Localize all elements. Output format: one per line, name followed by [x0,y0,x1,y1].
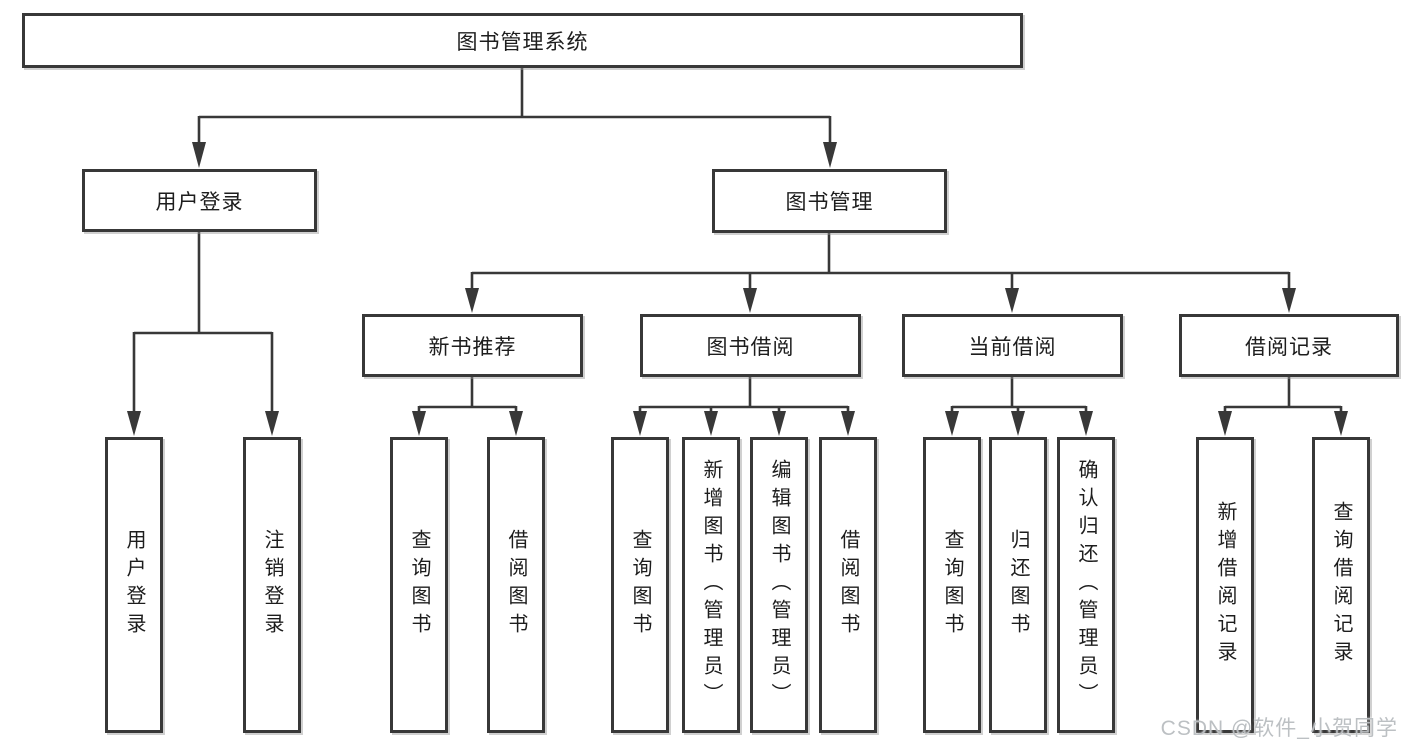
leaf-query-books-current: 查询图书 [923,437,981,733]
node-borrow-records: 借阅记录 [1179,314,1399,377]
leaf-logout: 注销登录 [243,437,301,733]
node-current-borrow: 当前借阅 [902,314,1123,377]
leaf-borrow-books: 借阅图书 [819,437,877,733]
leaf-user-login: 用户登录 [105,437,163,733]
leaf-confirm-return-admin: 确认归还（管理员） [1057,437,1115,733]
node-book-management: 图书管理 [712,169,947,233]
node-user-login: 用户登录 [82,169,317,232]
node-library-system: 图书管理系统 [22,13,1023,68]
watermark-text: CSDN @软件_小贺同学 [1160,717,1398,740]
leaf-query-books-borrow: 查询图书 [611,437,669,733]
leaf-add-book-admin: 新增图书（管理员） [682,437,740,733]
leaf-add-borrow-record: 新增借阅记录 [1196,437,1254,733]
leaf-edit-book-admin: 编辑图书（管理员） [750,437,808,733]
leaf-return-book: 归还图书 [989,437,1047,733]
leaf-query-borrow-record: 查询借阅记录 [1312,437,1370,733]
node-new-book-recommend: 新书推荐 [362,314,583,377]
node-book-borrow: 图书借阅 [640,314,861,377]
leaf-query-books-recommend: 查询图书 [390,437,448,733]
leaf-borrow-books-recommend: 借阅图书 [487,437,545,733]
